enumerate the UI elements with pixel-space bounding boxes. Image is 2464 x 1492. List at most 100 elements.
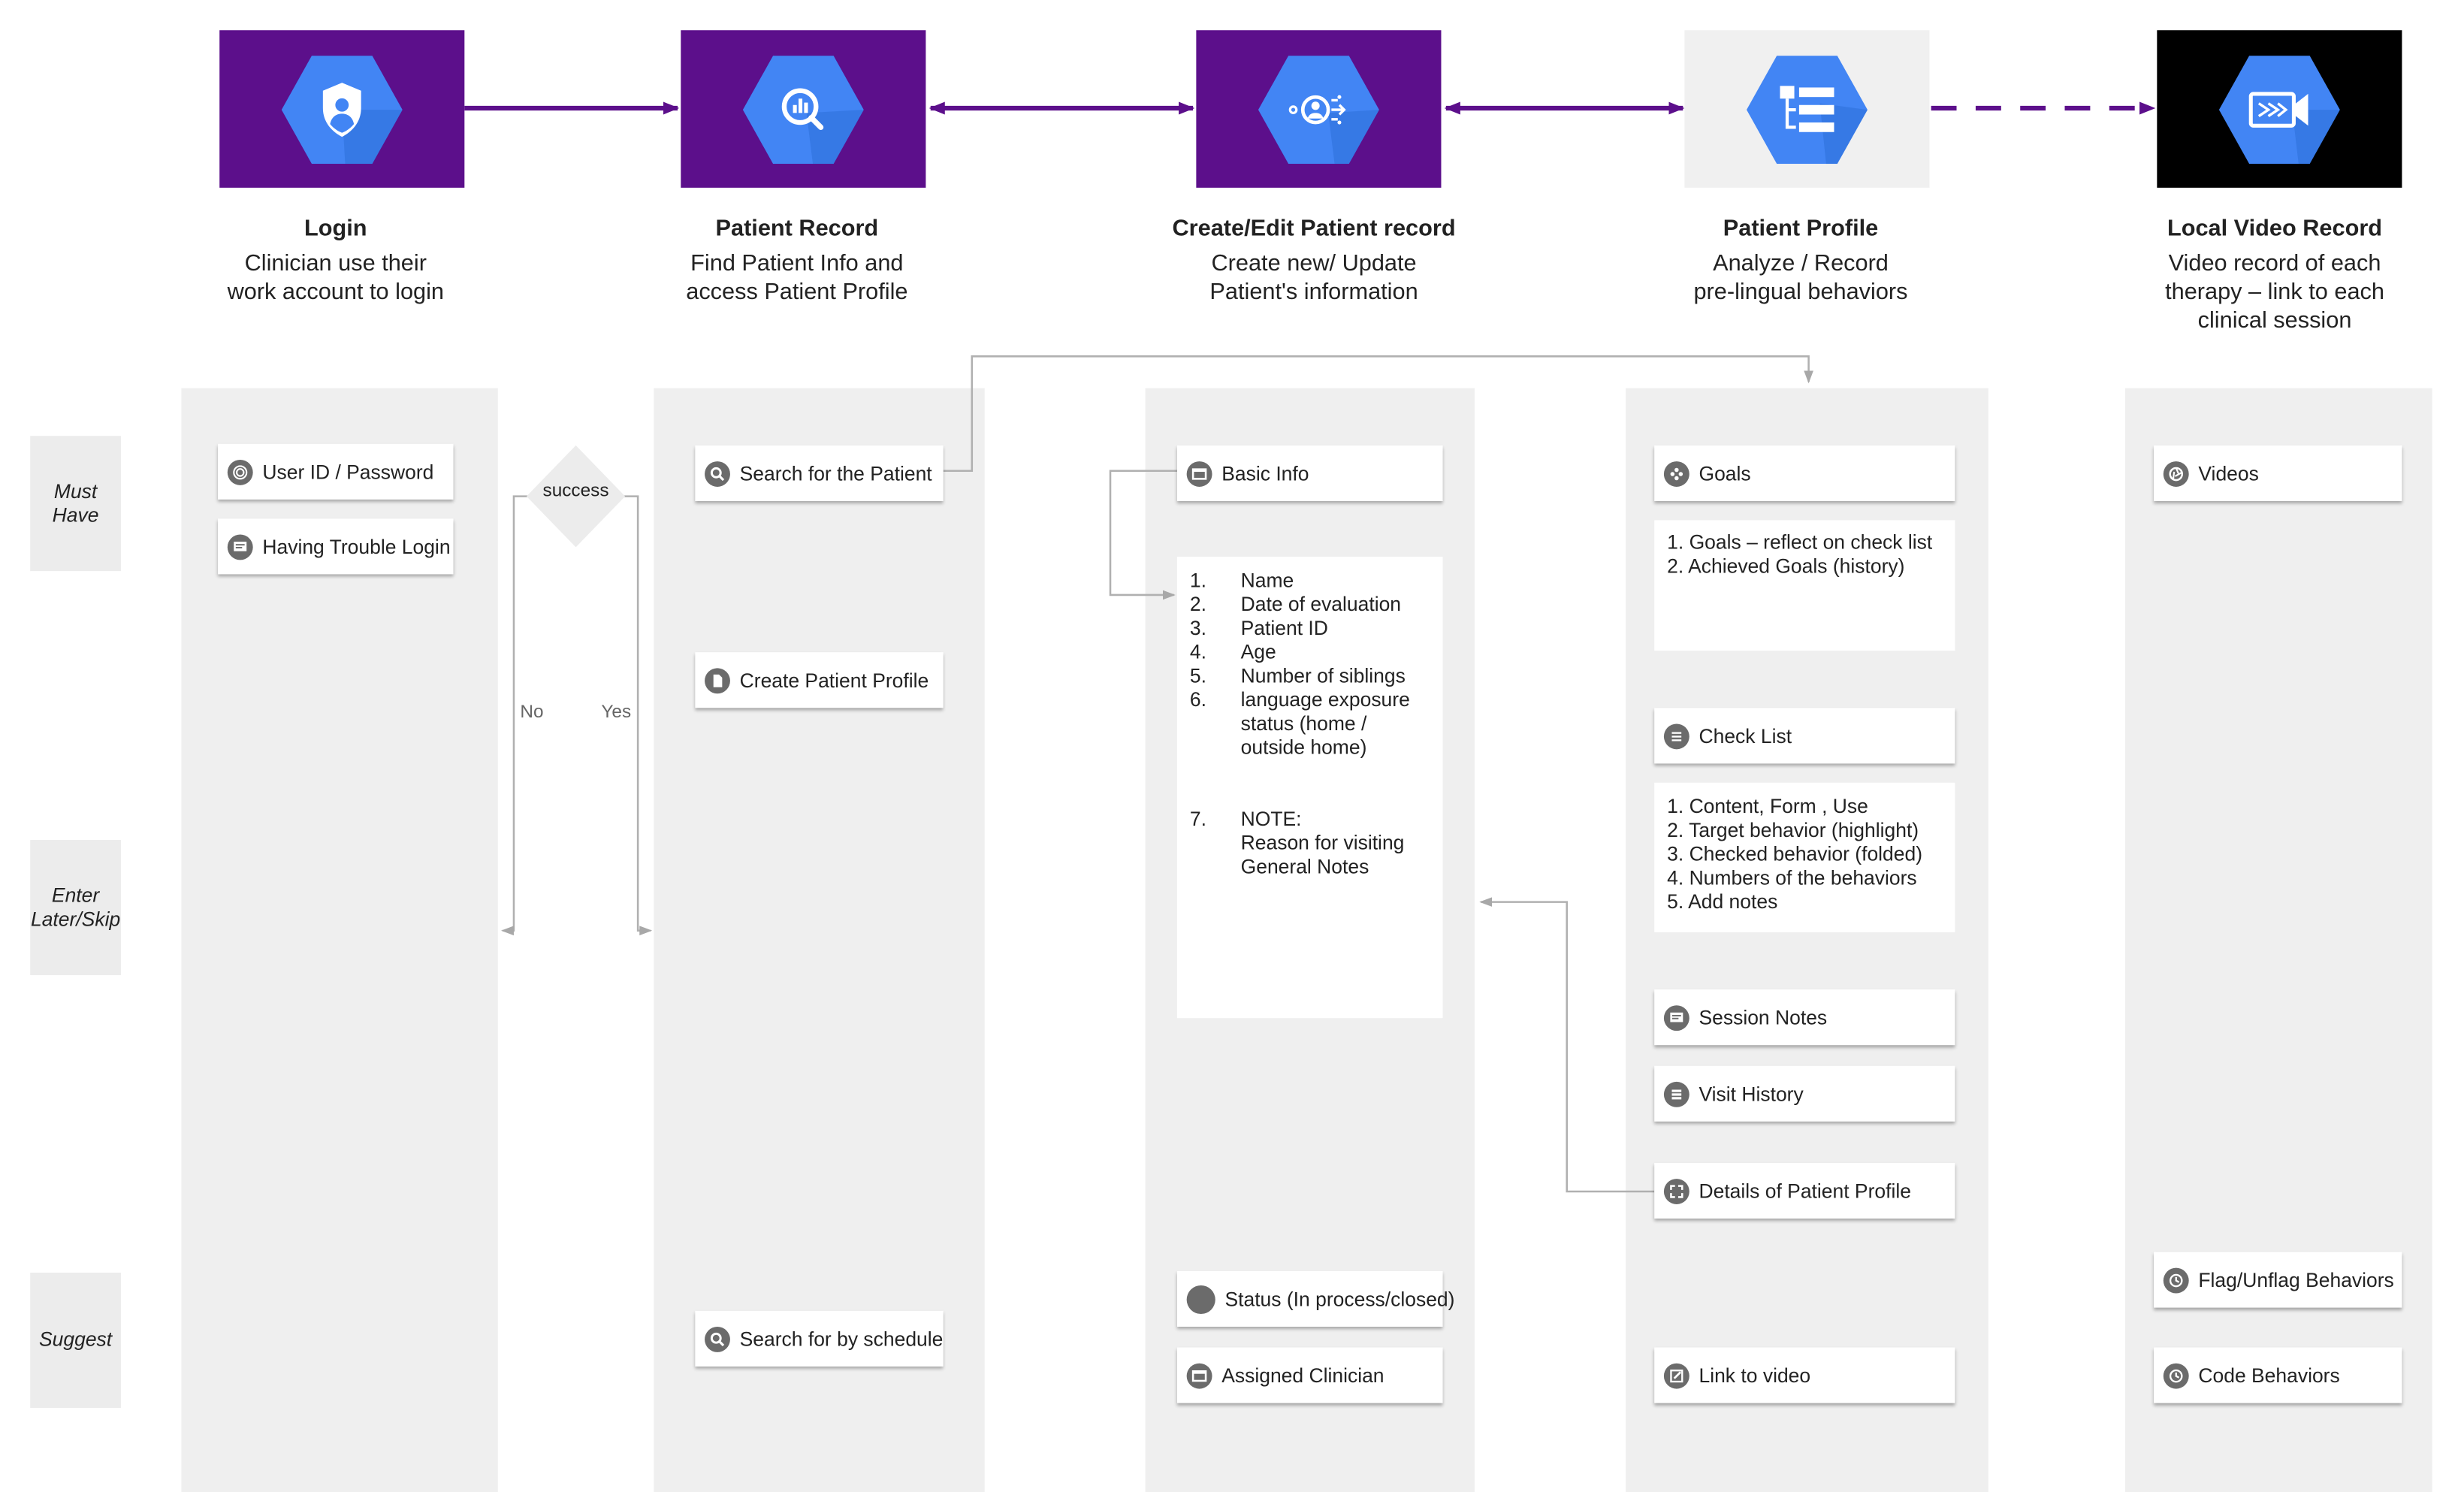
link-video-card[interactable]: Link to video xyxy=(1654,1347,1955,1403)
flag-behaviors-label: Flag/Unflag Behaviors xyxy=(2198,1268,2394,1291)
code-behaviors-label: Code Behaviors xyxy=(2198,1364,2340,1387)
code-behaviors-card[interactable]: Code Behaviors xyxy=(2154,1347,2402,1403)
step-subtitle: Find Patient Info and access Patient Pro… xyxy=(686,251,908,306)
shield-user-icon xyxy=(281,55,403,164)
videos-label: Videos xyxy=(2198,462,2259,485)
window-icon xyxy=(1186,1362,1212,1388)
document-icon xyxy=(705,667,730,693)
list-item: 1.Name xyxy=(1189,569,1294,592)
details-profile-label: Details of Patient Profile xyxy=(1699,1179,1911,1202)
step-login-box[interactable] xyxy=(219,30,465,188)
list-item: 4.Age xyxy=(1189,641,1276,663)
checklist-label: Check List xyxy=(1699,724,1792,748)
goals-list: 1. Goals – reflect on check list 2. Achi… xyxy=(1654,520,1955,651)
step-title: Local Video Record xyxy=(2167,216,2383,242)
login-user-id-card[interactable]: User ID / Password xyxy=(218,443,454,500)
history-icon xyxy=(2163,1267,2189,1293)
aperture-icon xyxy=(2163,461,2189,486)
status-label: Status (In process/closed) xyxy=(1224,1288,1455,1310)
step-video-box[interactable] xyxy=(2157,30,2402,188)
basic-info-fields: 1.Name 2.Date of evaluation 3.Patient ID… xyxy=(1176,557,1443,1019)
link-basic-info-fields xyxy=(1109,470,1179,600)
search-icon xyxy=(705,1325,730,1352)
goals-card[interactable]: Goals xyxy=(1654,445,1955,502)
login-user-id-label: User ID / Password xyxy=(262,461,434,483)
stack-icon xyxy=(1663,1080,1689,1107)
link-details-to-edit xyxy=(1479,897,1655,1193)
search-patient-card[interactable]: Search for the Patient xyxy=(695,445,944,502)
list-item: 2. Target behavior (highlight) xyxy=(1667,819,1919,842)
list-item: 5.Number of siblings xyxy=(1189,665,1406,687)
goals-label: Goals xyxy=(1699,462,1751,485)
status-card[interactable]: Status (In process/closed) xyxy=(1176,1270,1454,1327)
step-title: Patient Record xyxy=(715,216,879,242)
visit-history-label: Visit History xyxy=(1699,1082,1804,1105)
step-edit-record-box[interactable] xyxy=(1196,30,1442,188)
search-icon xyxy=(705,461,730,486)
branch-yes-label: Yes xyxy=(601,702,632,723)
list-tree-icon xyxy=(1747,55,1868,164)
branch-yes xyxy=(617,495,653,936)
message-icon xyxy=(1663,1004,1689,1031)
target-icon xyxy=(1663,461,1689,486)
user-edit-icon xyxy=(1258,55,1379,164)
row-label-enter-later: Enter Later/Skip xyxy=(30,840,121,976)
status-dot-icon xyxy=(1186,1284,1215,1313)
list-item: 6.language exposure status (home / outsi… xyxy=(1189,688,1410,760)
decision-label: success xyxy=(542,482,609,502)
edit-icon xyxy=(1663,1362,1689,1388)
list-item: 1. Goals – reflect on check list xyxy=(1667,531,1933,554)
flag-behaviors-card[interactable]: Flag/Unflag Behaviors xyxy=(2154,1252,2402,1308)
list-item: 2.Date of evaluation xyxy=(1189,593,1402,616)
login-trouble-label: Having Trouble Login xyxy=(262,535,451,558)
branch-no xyxy=(501,495,535,936)
link-search-to-profile xyxy=(943,355,1813,473)
step-title: Patient Profile xyxy=(1723,216,1879,242)
step-subtitle: Video record of each therapy – link to e… xyxy=(2165,251,2384,334)
list-item: 3.Patient ID xyxy=(1189,617,1328,640)
login-trouble-card[interactable]: Having Trouble Login xyxy=(218,518,454,575)
list-item: 7.NOTE: Reason for visiting General Note… xyxy=(1189,808,1405,878)
checklist-list: 1. Content, Form , Use 2. Target behavio… xyxy=(1654,782,1955,932)
list-item: 1. Content, Form , Use xyxy=(1667,795,1868,818)
visit-history-card[interactable]: Visit History xyxy=(1654,1065,1955,1122)
details-profile-card[interactable]: Details of Patient Profile xyxy=(1654,1162,1955,1219)
list-item: 3. Checked behavior (folded) xyxy=(1667,843,1923,865)
videos-card[interactable]: Videos xyxy=(2154,445,2402,502)
fingerprint-icon xyxy=(227,458,253,485)
step-subtitle: Analyze / Record pre-lingual behaviors xyxy=(1693,251,1908,306)
list-item: 4. Numbers of the behaviors xyxy=(1667,867,1917,889)
create-profile-label: Create Patient Profile xyxy=(739,669,929,692)
checklist-card[interactable]: Check List xyxy=(1654,708,1955,764)
success-decision: success xyxy=(526,445,626,548)
search-schedule-card[interactable]: Search for by schedule xyxy=(695,1310,944,1367)
link-video-label: Link to video xyxy=(1699,1364,1811,1387)
search-patient-label: Search for the Patient xyxy=(739,462,932,485)
assigned-clinician-card[interactable]: Assigned Clinician xyxy=(1176,1347,1443,1403)
list-icon xyxy=(1663,723,1689,749)
assigned-clinician-label: Assigned Clinician xyxy=(1221,1364,1384,1387)
session-notes-card[interactable]: Session Notes xyxy=(1654,989,1955,1046)
window-icon xyxy=(1186,461,1212,486)
video-record-icon xyxy=(2218,55,2340,164)
session-notes-label: Session Notes xyxy=(1699,1006,1828,1028)
list-item: 5. Add notes xyxy=(1667,890,1778,914)
history-icon xyxy=(2163,1362,2189,1388)
basic-info-label: Basic Info xyxy=(1221,462,1309,485)
step-subtitle: Clinician use their work account to logi… xyxy=(227,251,445,306)
list-item: 2. Achieved Goals (history) xyxy=(1667,555,1905,578)
column-patient-record xyxy=(654,388,985,1492)
step-patient-profile-box[interactable] xyxy=(1684,30,1930,188)
create-profile-card[interactable]: Create Patient Profile xyxy=(695,652,944,708)
row-label-suggest: Suggest xyxy=(30,1273,121,1408)
step-title: Create/Edit Patient record xyxy=(1172,216,1456,242)
basic-info-card[interactable]: Basic Info xyxy=(1176,445,1443,502)
expand-icon xyxy=(1663,1178,1689,1204)
column-video xyxy=(2124,388,2432,1492)
search-schedule-label: Search for by schedule xyxy=(739,1327,944,1350)
message-icon xyxy=(227,533,253,560)
step-subtitle: Create new/ Update Patient's information xyxy=(1209,251,1418,306)
branch-no-label: No xyxy=(520,702,544,723)
step-patient-record-box[interactable] xyxy=(681,30,926,188)
